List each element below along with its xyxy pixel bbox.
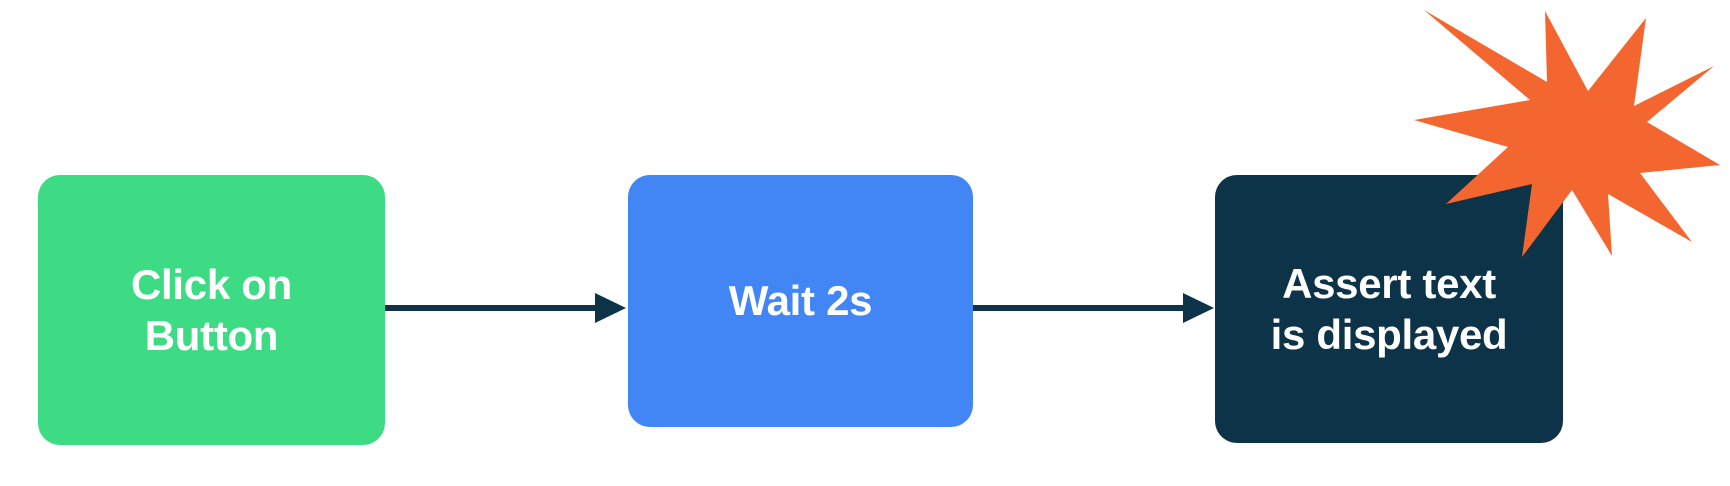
connector-click-to-wait: [385, 288, 628, 328]
flow-node-click-on-button[interactable]: Click on Button: [38, 175, 385, 445]
connector-wait-to-assert: [973, 288, 1216, 328]
flow-node-wait-2s[interactable]: Wait 2s: [628, 175, 973, 427]
starburst-icon: [1412, 8, 1722, 258]
flow-node-assert-text-is-displayed[interactable]: Assert text is displayed: [1215, 175, 1563, 443]
